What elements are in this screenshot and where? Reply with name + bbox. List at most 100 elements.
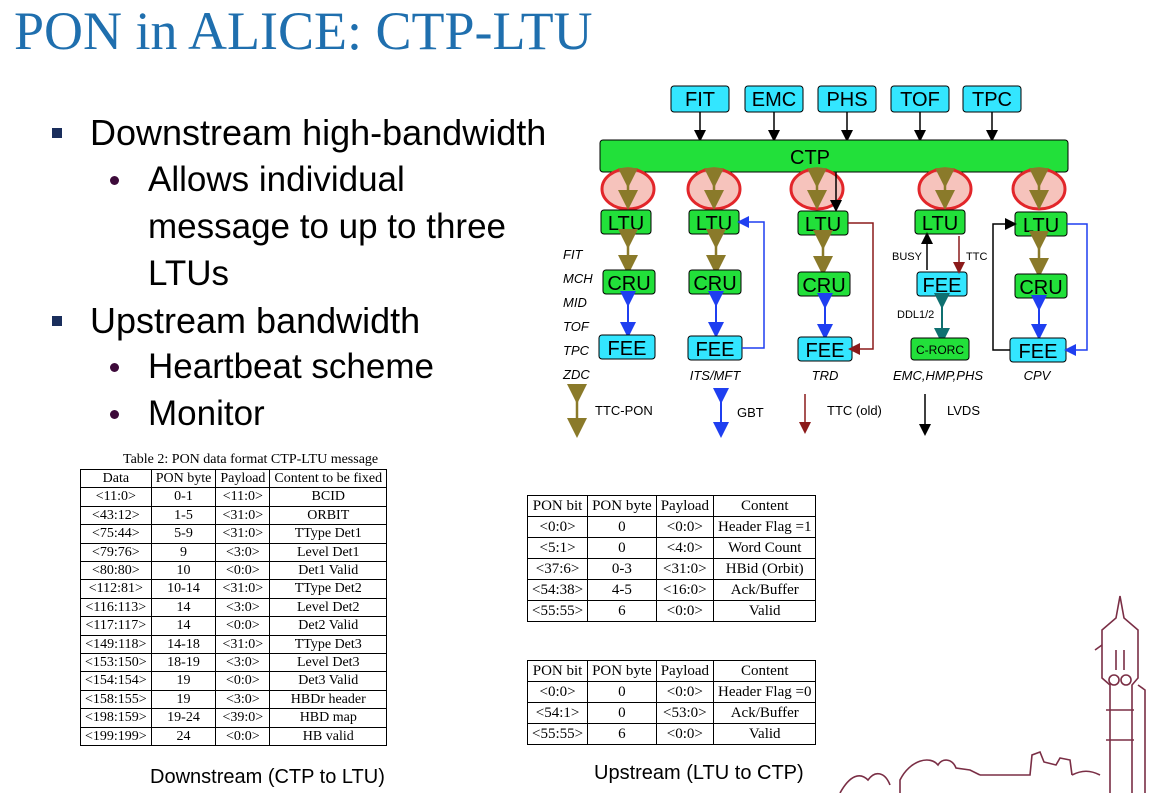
ltu-label: LTU [922, 213, 958, 235]
table-cell: <80:80> [80, 561, 152, 581]
table-cell: <43:12> [80, 505, 152, 526]
table-row: <43:12>1-5<31:0>ORBIT [80, 505, 388, 526]
table-cell: Ack/Buffer [713, 702, 817, 724]
legend-lvds: LVDS [947, 403, 980, 418]
table-cell: <117:117> [80, 616, 152, 636]
ltu-label: LTU [1023, 215, 1059, 237]
table-row: <37:6>0-3<31:0>HBid (Orbit) [526, 558, 817, 580]
left-detector-label: FIT [563, 247, 584, 262]
top-detector-tpc: TPC [962, 85, 1022, 113]
cru-label: CRU [693, 273, 736, 295]
table-row: <54:1>0<53:0>Ack/Buffer [526, 702, 817, 724]
table-cell: <39:0> [215, 708, 271, 728]
column-header: PON bit [526, 495, 589, 517]
table-cell: 10-14 [150, 579, 217, 599]
table-cell: <154:154> [80, 671, 152, 691]
column-header: Content [713, 660, 817, 682]
table-cell: 9 [150, 542, 217, 563]
upstream-label: Upstream (LTU to CTP) [594, 762, 804, 784]
top-detector-phs: PHS [817, 85, 877, 113]
crorc-box: C-RORC [910, 337, 970, 361]
table-cell: <54:1> [526, 702, 589, 724]
table-cell: HBDr header [269, 689, 388, 710]
table-row: <149:118>14-18<31:0>TType Det3 [80, 634, 388, 655]
column-header: Payload [655, 660, 715, 682]
table-caption: Table 2: PON data format CTP-LTU message [123, 452, 379, 467]
sub-bullet-line-1: Allows individual [148, 160, 405, 199]
table-cell: <37:6> [526, 558, 589, 580]
table-cell: 18-19 [150, 653, 217, 673]
table-cell: <0:0> [526, 681, 589, 703]
table-cell: 5-9 [150, 524, 217, 544]
table-cell: TType Det1 [269, 524, 388, 544]
fee-label: FEE [696, 339, 735, 361]
table-cell: <158:155> [80, 689, 152, 710]
table-cell: ORBIT [269, 505, 388, 526]
fee-label: FEE [806, 340, 845, 362]
table-cell: <3:0> [215, 689, 271, 710]
bullet-downstream: Downstream high-bandwidth [90, 112, 547, 153]
table-row: <5:1>0<4:0>Word Count [526, 537, 817, 559]
table-cell: <0:0> [655, 600, 715, 622]
table-cell: <16:0> [655, 579, 715, 601]
table-cell: HBid (Orbit) [713, 558, 817, 580]
table-cell: Det2 Valid [269, 616, 388, 636]
left-detector-label: TPC [563, 343, 590, 358]
bullet-dot-icon [110, 410, 119, 419]
table-cell: 6 [587, 600, 657, 622]
bullet-square-icon [52, 316, 62, 326]
left-detector-label: MCH [563, 271, 593, 286]
table-cell: 24 [150, 726, 217, 747]
table-cell: 19 [150, 689, 217, 710]
table-cell: Header Flag =1 [713, 516, 817, 538]
left-detector-label: TOF [563, 319, 590, 334]
left-detector-label: ZDC [562, 367, 590, 382]
fee-label: FEE [608, 338, 647, 360]
table-row: <198:159>19-24<39:0>HBD map [80, 708, 388, 728]
table-cell: Word Count [713, 537, 817, 559]
table-cell: 14 [150, 616, 217, 636]
column-label: EMC,HMP,PHS [893, 368, 983, 383]
ltu-label: LTU [805, 214, 841, 236]
column-header: PON bit [526, 660, 589, 682]
table-cell: TType Det3 [269, 634, 388, 655]
table-row: <80:80>10<0:0>Det1 Valid [80, 561, 388, 581]
table-cell: <3:0> [215, 653, 271, 673]
table-cell: <0:0> [655, 723, 715, 745]
table-cell: HB valid [269, 726, 388, 747]
table-cell: <54:38> [526, 579, 589, 601]
table-cell: Level Det3 [269, 653, 388, 673]
table-cell: <153:150> [80, 653, 152, 673]
ttc-label: TTC [966, 251, 987, 263]
ddl-label: DDL1/2 [897, 309, 934, 321]
bullet-dot-icon [110, 176, 119, 185]
legend-ttc-old: TTC (old) [827, 403, 882, 418]
table-cell: 0 [587, 516, 657, 538]
column-label: TRD [812, 368, 839, 383]
table-row: <116:113>14<3:0>Level Det2 [80, 597, 388, 618]
sub-bullet-monitor: Monitor [148, 394, 265, 433]
table-cell: 14 [150, 597, 217, 618]
university-skyline-logo [839, 595, 1146, 793]
table-cell: <0:0> [655, 516, 715, 538]
cru-label: CRU [1019, 277, 1062, 299]
table-row: <79:76>9<3:0>Level Det1 [80, 542, 388, 563]
column-header: Content to be fixed [269, 468, 388, 489]
table-cell: <79:76> [80, 542, 152, 563]
cru-label: CRU [607, 273, 650, 295]
table-cell: 0 [587, 537, 657, 559]
column-header: PON byte [587, 660, 657, 682]
busy-label: BUSY [892, 251, 923, 263]
table-cell: <55:55> [526, 723, 589, 745]
table-row: <75:44>5-9<31:0>TType Det1 [80, 524, 388, 544]
svg-text:FIT: FIT [685, 89, 715, 111]
svg-text:TOF: TOF [900, 89, 940, 111]
ltu-label: LTU [608, 213, 644, 235]
table-cell: <0:0> [215, 561, 271, 581]
table-cell: <0:0> [215, 726, 271, 747]
ctp-bar: CTP [599, 139, 1069, 173]
column-header: PON byte [587, 495, 657, 517]
downstream-label: Downstream (CTP to LTU) [150, 766, 385, 788]
table-cell: <198:159> [80, 708, 152, 728]
